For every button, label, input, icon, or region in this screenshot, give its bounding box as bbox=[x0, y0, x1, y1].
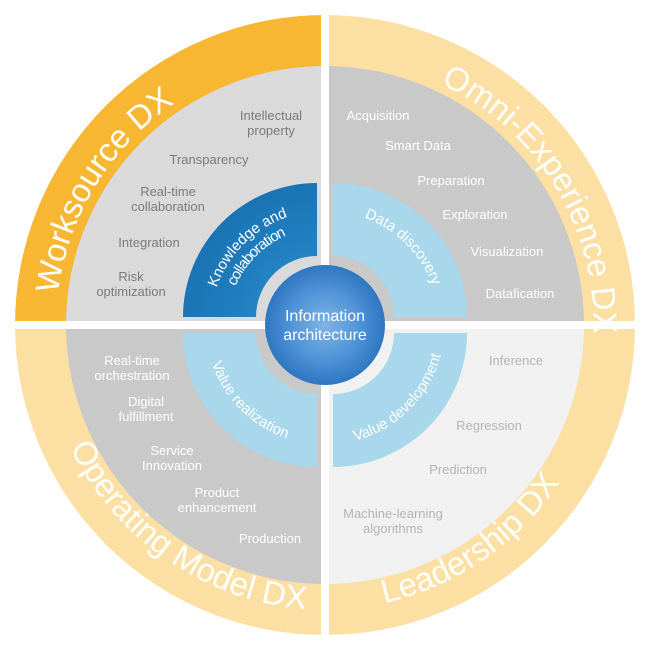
quadrant-item-line: Product bbox=[195, 485, 240, 500]
segment-bottom-left bbox=[183, 333, 317, 467]
quadrant-item: Preparation bbox=[417, 173, 484, 188]
quadrant-item-line: Datafication bbox=[486, 286, 555, 301]
center-label-line1: Information bbox=[285, 308, 365, 325]
quadrant-item: Prediction bbox=[429, 462, 487, 477]
quadrant-item-line: optimization bbox=[96, 284, 165, 299]
quadrant-item: Exploration bbox=[442, 207, 507, 222]
quadrant-item-line: Innovation bbox=[142, 458, 202, 473]
quadrant-item: Transparency bbox=[170, 152, 249, 167]
segment-bottom-right bbox=[333, 333, 467, 467]
quadrant-item: Inference bbox=[489, 353, 543, 368]
quadrant-item-line: Service bbox=[150, 443, 193, 458]
quadrant-item-line: Preparation bbox=[417, 173, 484, 188]
quadrant-item-line: Real-time bbox=[104, 353, 160, 368]
quadrant-item: Acquisition bbox=[347, 108, 410, 123]
quadrant-item-line: Integration bbox=[118, 235, 179, 250]
quadrant-item-line: collaboration bbox=[131, 199, 205, 214]
center-circle bbox=[265, 265, 385, 385]
quadrant-item-line: Production bbox=[239, 531, 301, 546]
quadrant-item-line: Intellectual bbox=[240, 108, 302, 123]
quadrant-item-line: fulfillment bbox=[119, 409, 174, 424]
quadrant-item-line: Exploration bbox=[442, 207, 507, 222]
quadrant-item-line: Inference bbox=[489, 353, 543, 368]
quadrant-item-line: Smart Data bbox=[385, 138, 452, 153]
quadrant-item-line: Transparency bbox=[170, 152, 249, 167]
quadrant-item-line: Machine-learning bbox=[343, 506, 443, 521]
quadrant-item-line: enhancement bbox=[178, 500, 257, 515]
quadrant-item: Datafication bbox=[486, 286, 555, 301]
center-label-line2: architecture bbox=[283, 327, 367, 344]
segment-top-left bbox=[183, 183, 317, 317]
quadrant-item: Production bbox=[239, 531, 301, 546]
quadrant-item-line: Acquisition bbox=[347, 108, 410, 123]
quadrant-items-bottom-right: InferenceRegressionPredictionMachine-lea… bbox=[343, 353, 543, 536]
quadrant-item: Integration bbox=[118, 235, 179, 250]
segment-ring bbox=[183, 183, 467, 467]
quadrant-item: Regression bbox=[456, 418, 522, 433]
quadrant-item: Visualization bbox=[471, 244, 544, 259]
quadrant-item-line: Risk bbox=[118, 269, 144, 284]
quadrant-item-line: Real-time bbox=[140, 184, 196, 199]
quadrant-item-line: Digital bbox=[128, 394, 164, 409]
quadrant-item-line: algorithms bbox=[363, 521, 423, 536]
quadrant-item-line: orchestration bbox=[94, 368, 169, 383]
quadrant-item-line: property bbox=[247, 123, 295, 138]
quadrant-item-line: Visualization bbox=[471, 244, 544, 259]
quadrant-item-line: Regression bbox=[456, 418, 522, 433]
quadrant-item-line: Prediction bbox=[429, 462, 487, 477]
quadrant-item: Smart Data bbox=[385, 138, 452, 153]
segment-top-right bbox=[333, 183, 467, 317]
